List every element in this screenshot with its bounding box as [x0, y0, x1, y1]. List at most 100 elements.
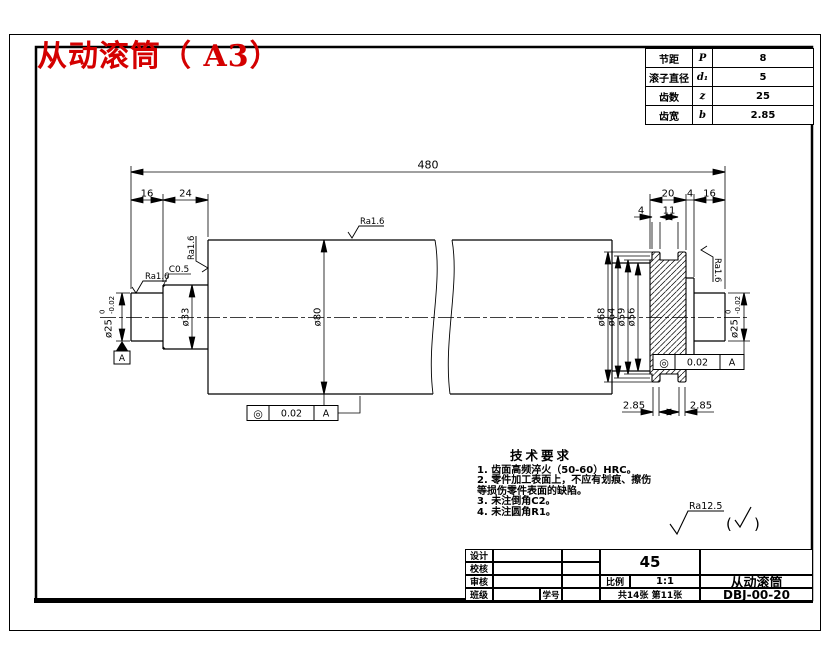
param-symbol: d₁	[692, 67, 713, 87]
dim-tooth-tip-right: 2.85	[690, 401, 712, 412]
param-value: 8	[712, 48, 814, 68]
company-cell	[700, 549, 813, 575]
dia-25-right-tol-upper: 0	[725, 310, 733, 314]
param-value: 5	[712, 67, 814, 87]
tech-req-line: 4. 未注圆角R1。	[477, 506, 556, 518]
param-label: 节距	[645, 48, 693, 68]
roughness-general-value: Ra12.5	[689, 501, 722, 512]
roughness-value: Ra1.6	[712, 258, 722, 282]
student-no-label: 学号	[540, 588, 562, 601]
material-spec: 45	[600, 549, 700, 575]
tolerance-frame-right: ◎ 0.02 A	[652, 354, 745, 370]
tech-req-line: 3. 未注倒角C2。	[477, 496, 556, 507]
page-title: 从动滚筒（ A3）	[37, 39, 281, 74]
sprocket-section	[649, 251, 687, 383]
paren-open: (	[726, 515, 732, 533]
tolerance-datum-left: A	[323, 409, 330, 420]
tolerance-value-right: 0.02	[687, 358, 708, 369]
dim-16-right: 16	[703, 189, 716, 200]
tech-req-line: 等损伤零件表面的缺陷。	[477, 485, 587, 497]
datum-symbol: A	[113, 341, 131, 365]
roughness-right-rotated: Ra1.6	[700, 245, 722, 282]
dim-dia-25-left: ø25 0 -0.02	[99, 296, 117, 338]
dim-dia-56: ø56	[627, 308, 638, 327]
audit-name-cell	[493, 575, 562, 588]
sheet-info: 共14张 第11张	[600, 588, 700, 601]
concentricity-icon: ◎	[253, 408, 263, 421]
dim-24: 24	[179, 189, 192, 200]
design-date-cell	[562, 549, 600, 562]
param-value: 2.85	[712, 105, 814, 125]
dim-20: 20	[662, 189, 675, 200]
diameter-dimension-texts: ø80 ø33 ø68 ø64 ø59 ø56 ø25 0 -0.02 ø25 …	[99, 296, 743, 338]
table-row: 节距 P 8	[645, 48, 814, 68]
roughness-roller-top: Ra1.6	[347, 217, 384, 239]
param-label: 齿数	[645, 86, 693, 106]
design-name-cell	[493, 549, 562, 562]
roughness-value: Ra1.6	[145, 272, 169, 282]
dim-tooth-spacing: 11	[663, 206, 676, 217]
dim-16-left: 16	[141, 189, 154, 200]
check-date-cell	[562, 562, 600, 575]
roughness-left-journal: Ra1.6	[131, 272, 169, 294]
audit-label: 审核	[465, 575, 493, 588]
dim-tooth-root-width: 4	[638, 206, 644, 217]
dia-25-right-main: ø25	[730, 319, 741, 338]
technical-requirements: 技术要求 1. 齿面高频淬火（50-60）HRC。 2. 零件加工表面上，不应有…	[477, 448, 652, 518]
roughness-value: Ra1.6	[187, 236, 197, 260]
tolerance-datum-right: A	[729, 358, 736, 369]
dim-dia-25-right: ø25 0 -0.02	[725, 296, 743, 338]
param-value: 25	[712, 86, 814, 106]
dim-dia-59: ø59	[617, 308, 628, 327]
table-row: 齿数 z 25	[645, 86, 814, 106]
param-label: 滚子直径	[645, 67, 693, 87]
roughness-general-note: Ra12.5 ( )	[669, 501, 760, 536]
dim-dia-33: ø33	[181, 308, 192, 327]
tolerance-frame-left: ◎ 0.02 A	[246, 396, 361, 421]
horizontal-dimension-texts: 480 16 24 20 4 16 4 11 2.85 2.85	[141, 159, 716, 412]
sprocket-parameter-table: 节距 P 8 滚子直径 d₁ 5 齿数 z 25 齿宽 b 2.85	[645, 48, 814, 125]
param-symbol: P	[692, 48, 713, 68]
drawing-number: DBJ-00-20	[700, 588, 813, 601]
shaft-outline	[130, 239, 726, 395]
scale-label: 比例	[600, 575, 630, 588]
part-name: 从动滚筒	[700, 575, 813, 588]
dia-25-left-tol-upper: 0	[99, 310, 107, 314]
check-label: 校核	[465, 562, 493, 575]
tech-req-line: 1. 齿面高频淬火（50-60）HRC。	[477, 464, 637, 476]
class-label: 班级	[465, 588, 493, 601]
dia-25-left-tol-lower: -0.02	[108, 296, 116, 314]
dim-dia-80: ø80	[313, 308, 324, 327]
roughness-step-rotated: Ra1.6	[187, 236, 209, 273]
class-value-cell	[493, 588, 540, 601]
dim-tooth-tip-left: 2.85	[623, 401, 645, 412]
dia-25-left-main: ø25	[104, 319, 115, 338]
check-name-cell	[493, 562, 562, 575]
diameter-dimensions	[116, 239, 750, 410]
table-row: 齿宽 b 2.85	[645, 105, 814, 125]
tolerance-value-left: 0.02	[281, 409, 302, 420]
title-block: 设计 校核 审核 班级 学号 45 比例 1:1 共14张 第11张 从动滚筒 …	[465, 549, 813, 601]
design-label: 设计	[465, 549, 493, 562]
datum-label: A	[119, 354, 126, 364]
roughness-value: Ra1.6	[360, 217, 384, 227]
tech-req-line: 2. 零件加工表面上，不应有划痕、擦伤	[477, 475, 652, 486]
param-label: 齿宽	[645, 105, 693, 125]
chamfer-callout	[162, 273, 191, 287]
scale-value: 1:1	[630, 575, 700, 588]
concentricity-icon: ◎	[659, 357, 669, 370]
dia-25-right-tol-lower: -0.02	[734, 296, 742, 314]
horizontal-dimensions	[130, 166, 726, 416]
dim-dia-64: ø64	[607, 308, 618, 327]
param-symbol: b	[692, 105, 713, 125]
table-row: 滚子直径 d₁ 5	[645, 67, 814, 87]
paren-close: )	[754, 515, 760, 533]
dim-dia-68: ø68	[597, 308, 608, 327]
tech-req-title: 技术要求	[510, 448, 573, 463]
student-no-cell	[562, 588, 600, 601]
dim-4-right: 4	[687, 189, 693, 200]
param-symbol: z	[692, 86, 713, 106]
dim-total-length: 480	[418, 159, 439, 172]
